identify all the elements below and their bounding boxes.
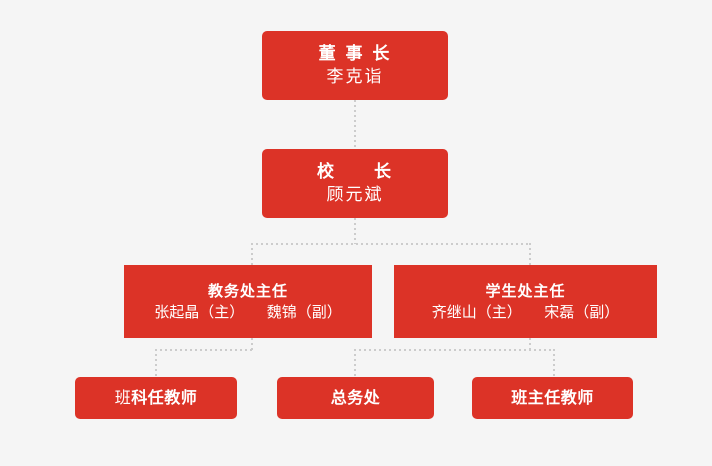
node-academic-affairs-director[interactable]: 教务处主任 张起晶（主） 魏锦（副）: [124, 265, 372, 338]
node-student-affairs-title: 学生处主任: [485, 282, 566, 301]
connector-bus-to-general-affairs: [354, 349, 356, 377]
node-general-affairs-title: 总务处: [330, 388, 381, 408]
node-subject-teacher[interactable]: 班科任教师: [75, 377, 237, 419]
connector-bus-to-class-teacher: [553, 349, 555, 377]
node-principal-subtitle: 顾元斌: [326, 184, 384, 205]
node-academic-affairs-title: 教务处主任: [207, 282, 288, 301]
connector-principal-stem: [354, 218, 356, 244]
connector-academic-affairs-stem: [251, 338, 253, 350]
connector-student-affairs-bus: [354, 349, 554, 351]
connector-principal-bus: [251, 243, 531, 245]
node-student-affairs-subtitle: 齐继山（主） 宋磊（副）: [431, 302, 620, 321]
connector-academic-affairs-bus: [155, 349, 253, 351]
node-subject-teacher-title: 班科任教师: [115, 387, 198, 409]
node-chairman-title: 董 事 长: [318, 43, 392, 64]
node-chairman[interactable]: 董 事 长 李克诣: [262, 31, 448, 100]
node-class-teacher[interactable]: 班主任教师: [472, 377, 633, 419]
connector-bus-to-academic-affairs: [251, 243, 253, 265]
node-subject-teacher-title-rest: 科任教师: [131, 388, 198, 408]
node-chairman-subtitle: 李克诣: [326, 66, 384, 87]
node-academic-affairs-subtitle: 张起晶（主） 魏锦（副）: [154, 302, 342, 321]
node-class-teacher-title: 班主任教师: [511, 388, 594, 408]
connector-student-affairs-stem: [529, 338, 531, 350]
node-general-affairs-office[interactable]: 总务处: [277, 377, 434, 419]
node-student-affairs-director[interactable]: 学生处主任 齐继山（主） 宋磊（副）: [394, 265, 657, 338]
connector-bus-to-student-affairs: [529, 243, 531, 265]
node-subject-teacher-title-lead: 班: [114, 388, 132, 408]
connector-bus-to-subject-teacher: [155, 349, 157, 377]
connector-chairman-to-principal: [354, 100, 356, 148]
node-principal[interactable]: 校 长 顾元斌: [262, 149, 448, 218]
node-principal-title: 校 长: [317, 161, 393, 182]
